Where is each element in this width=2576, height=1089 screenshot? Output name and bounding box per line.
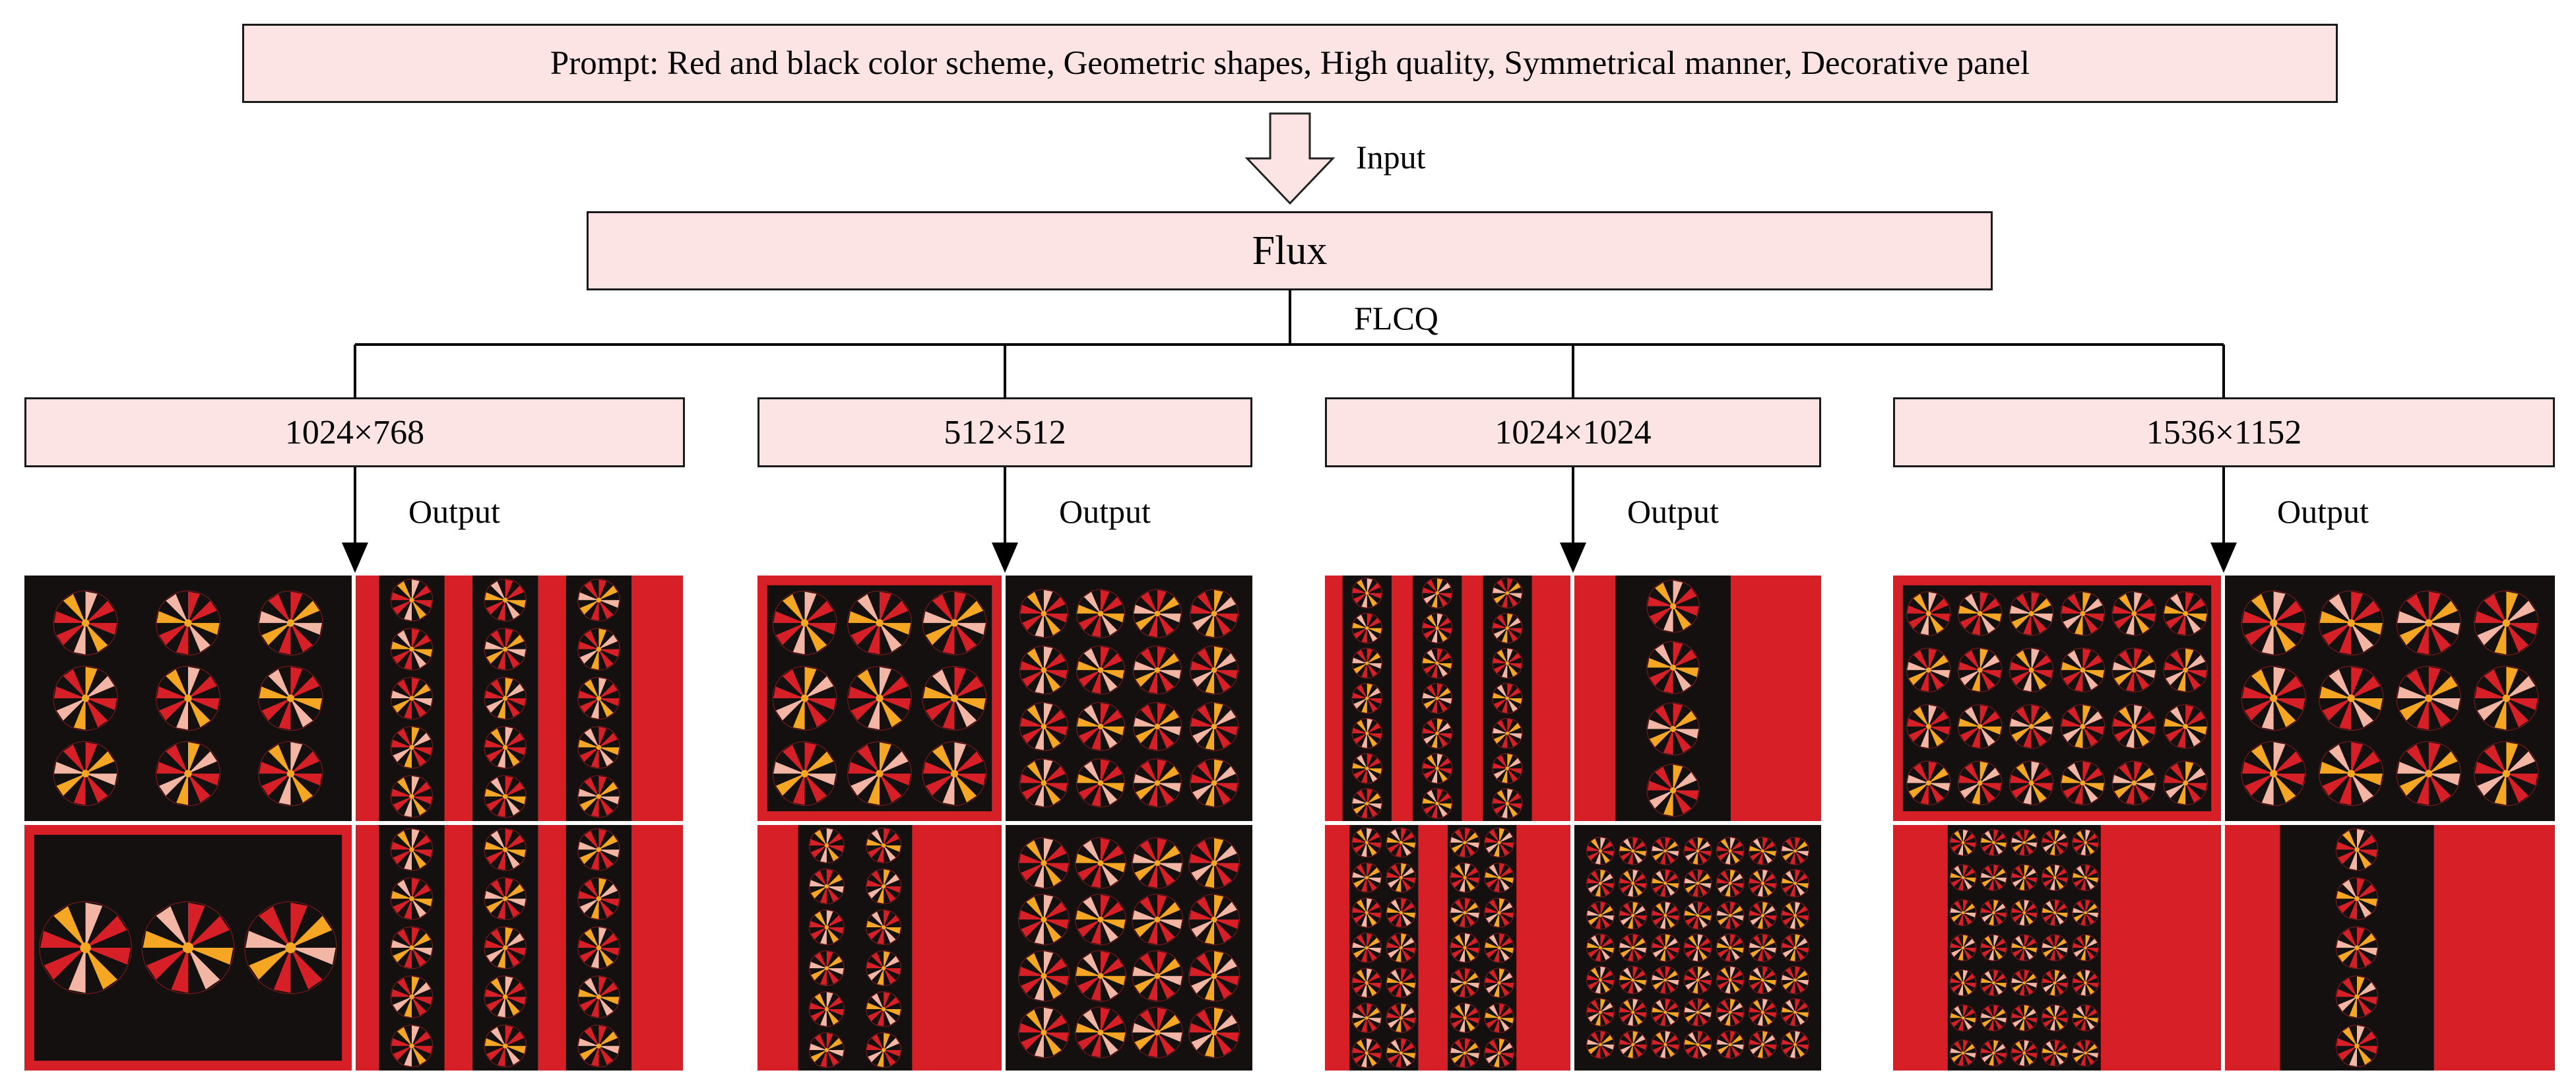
generated-image-3b — [1574, 576, 1821, 821]
generated-image-3b-pattern — [1574, 576, 1821, 821]
generated-image-2d-pattern — [1006, 825, 1252, 1071]
generated-image-2a-pattern — [757, 576, 1002, 821]
generated-image-4a — [1893, 576, 2221, 821]
prompt-box: Prompt: Red and black color scheme, Geom… — [242, 24, 2338, 103]
resolution-box-1: 1024×768 — [24, 397, 685, 467]
generated-image-2c — [757, 825, 1002, 1071]
input-label: Input — [1356, 139, 1426, 176]
output-arrowhead-1 — [342, 543, 368, 573]
generated-image-1c-pattern — [24, 825, 352, 1071]
generated-image-4c-pattern — [1893, 825, 2221, 1071]
input-arrow — [1244, 112, 1336, 205]
generated-image-3a — [1325, 576, 1570, 821]
generated-image-3d-pattern — [1574, 825, 1821, 1071]
resolution-label-2: 512×512 — [944, 413, 1066, 451]
generated-image-3c-pattern — [1325, 825, 1570, 1071]
generated-image-1a — [24, 576, 352, 821]
generated-image-4d-pattern — [2225, 825, 2555, 1071]
generated-image-3d — [1574, 825, 1821, 1071]
generated-image-2a — [757, 576, 1002, 821]
generated-image-4d — [2225, 825, 2555, 1071]
resolution-box-4: 1536×1152 — [1893, 397, 2555, 467]
generated-image-1c — [24, 825, 352, 1071]
flux-model-label: Flux — [1252, 228, 1328, 273]
prompt-text: Prompt: Red and black color scheme, Geom… — [550, 45, 2030, 82]
generated-image-4b-pattern — [2225, 576, 2555, 821]
output-arrowhead-4 — [2210, 543, 2237, 573]
generated-image-4b — [2225, 576, 2555, 821]
output-label-4: Output — [2277, 493, 2369, 530]
generated-image-1d-pattern — [356, 825, 683, 1071]
output-label-2: Output — [1059, 493, 1151, 530]
generated-image-4c — [1893, 825, 2221, 1071]
generated-image-1b-pattern — [356, 576, 683, 821]
generated-image-4a-pattern — [1893, 576, 2221, 821]
output-label-1: Output — [408, 493, 500, 530]
generated-image-2b-pattern — [1006, 576, 1252, 821]
output-arrowhead-2 — [992, 543, 1018, 573]
flux-model-box: Flux — [587, 211, 1993, 290]
resolution-box-3: 1024×1024 — [1325, 397, 1821, 467]
generated-image-2c-pattern — [757, 825, 1002, 1071]
resolution-label-1: 1024×768 — [284, 413, 425, 451]
generated-image-3a-pattern — [1325, 576, 1570, 821]
generated-image-2b — [1006, 576, 1252, 821]
output-arrowhead-3 — [1560, 543, 1586, 573]
generated-image-1b — [356, 576, 683, 821]
output-label-3: Output — [1627, 493, 1719, 530]
flcq-label: FLCQ — [1354, 300, 1438, 337]
resolution-label-4: 1536×1152 — [2146, 413, 2302, 451]
generated-image-3c — [1325, 825, 1570, 1071]
resolution-label-3: 1024×1024 — [1495, 413, 1652, 451]
generated-image-1a-pattern — [24, 576, 352, 821]
generated-image-2d — [1006, 825, 1252, 1071]
generated-image-1d — [356, 825, 683, 1071]
resolution-box-2: 512×512 — [757, 397, 1252, 467]
